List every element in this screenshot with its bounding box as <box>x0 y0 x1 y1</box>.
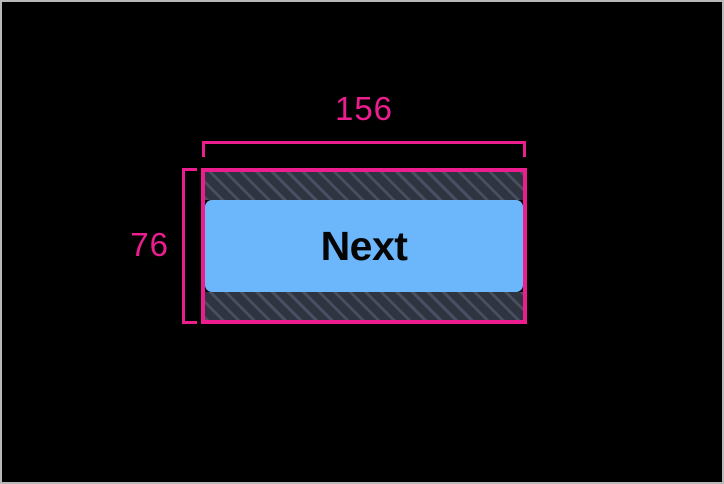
padding-region-bottom <box>205 292 523 320</box>
height-dimension-label: 76 <box>130 226 169 263</box>
next-button-label: Next <box>320 222 408 269</box>
padding-region-top <box>205 172 523 200</box>
height-dimension-bracket <box>182 168 197 324</box>
width-dimension-bracket <box>202 141 526 157</box>
next-button[interactable]: Next <box>205 200 523 292</box>
element-bounding-box[interactable]: Next <box>201 168 527 324</box>
width-dimension-label: 156 <box>334 90 394 127</box>
